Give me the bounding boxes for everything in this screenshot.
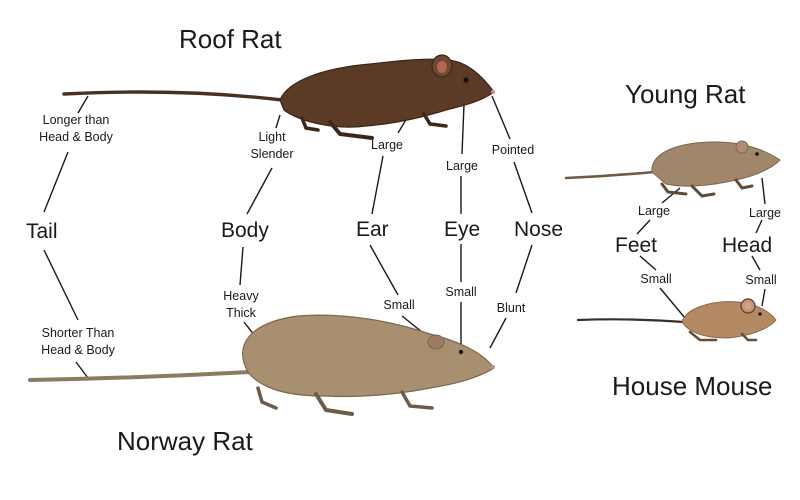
norway-rat-illustration <box>28 314 495 416</box>
house-mouse-feet-trait: Small <box>640 272 672 286</box>
roof-rat-body-trait-line2: Slender <box>250 147 294 161</box>
young-rat-feet-trait: Large <box>638 204 670 218</box>
roof-rat-nose-trait: Pointed <box>491 143 535 157</box>
connector-norway-nose-label-to-rat <box>489 317 507 349</box>
norway-rat-title: Norway Rat <box>117 426 253 456</box>
roof-rat-tail-trait: Longer than Head & Body <box>39 112 113 146</box>
roof-rat-body-trait-line1: Light <box>258 130 286 144</box>
norway-rat-eye-trait: Small <box>445 285 477 299</box>
norway-rat-body-trait-line2: Thick <box>226 306 256 320</box>
connector-mouse-head-label-to-mouse <box>761 288 766 307</box>
connector-roof-nose-to-label <box>491 95 511 140</box>
connector-roof-body-to-label <box>275 114 281 129</box>
norway-rat-tail-trait-line1: Shorter Than <box>41 326 115 340</box>
connector-young-feet-label-to-feature <box>636 219 651 235</box>
young-rat-title: Young Rat <box>625 79 746 109</box>
feature-body: Body <box>221 219 269 242</box>
house-mouse-head-trait: Small <box>745 273 777 287</box>
feature-head: Head <box>722 234 773 257</box>
young-rat-head-trait: Large <box>749 206 781 220</box>
connector-roof-tail-to-feature <box>43 151 69 213</box>
connector-roof-body-to-feature <box>246 167 273 215</box>
connector-roof-ear-to-feature <box>371 155 384 215</box>
connector-norway-tail-label-to-rat <box>75 361 89 379</box>
feature-ear: Ear <box>356 218 389 241</box>
house-mouse-title: House Mouse <box>612 371 773 401</box>
norway-rat-body-trait-line1: Heavy <box>223 289 259 303</box>
connector-feature-to-mouse-head <box>751 255 761 271</box>
feature-nose: Nose <box>514 218 564 241</box>
connector-feature-to-mouse-feet <box>639 255 657 271</box>
roof-rat-eye-trait: Large <box>446 159 478 173</box>
roof-rat-title: Roof Rat <box>179 24 282 54</box>
roof-rat-tail-trait-line1: Longer than <box>42 113 110 127</box>
connector-young-head-to-label <box>761 177 766 205</box>
roof-rat-ear-trait: Large <box>371 138 403 152</box>
connector-young-feet-to-label <box>661 187 681 204</box>
connector-roof-nose-to-feature <box>513 161 533 214</box>
connector-feature-to-norway-tail <box>43 249 79 321</box>
feature-feet: Feet <box>615 234 658 257</box>
connector-roof-tail-to-label <box>77 95 89 114</box>
norway-rat-body-trait: Heavy Thick <box>223 288 258 322</box>
connector-feature-to-norway-ear <box>369 244 399 296</box>
norway-rat-tail-trait-line2: Head & Body <box>41 343 115 357</box>
norway-rat-ear-trait: Small <box>383 298 415 312</box>
connector-feature-to-norway-body <box>239 246 244 286</box>
connector-young-head-label-to-feature <box>755 219 763 234</box>
feature-eye: Eye <box>444 218 481 241</box>
norway-rat-tail-trait: Shorter Than Head & Body <box>41 325 115 359</box>
connector-feature-to-norway-nose <box>515 244 533 294</box>
young-rat-illustration <box>564 140 781 198</box>
roof-rat-body-trait: Light Slender <box>250 129 293 163</box>
connector-lines <box>43 67 766 379</box>
house-mouse-illustration <box>576 298 777 342</box>
feature-tail: Tail <box>26 220 58 243</box>
roof-rat-tail-trait-line2: Head & Body <box>39 130 113 144</box>
roof-rat-illustration <box>62 54 495 140</box>
norway-rat-nose-trait: Blunt <box>496 301 526 315</box>
